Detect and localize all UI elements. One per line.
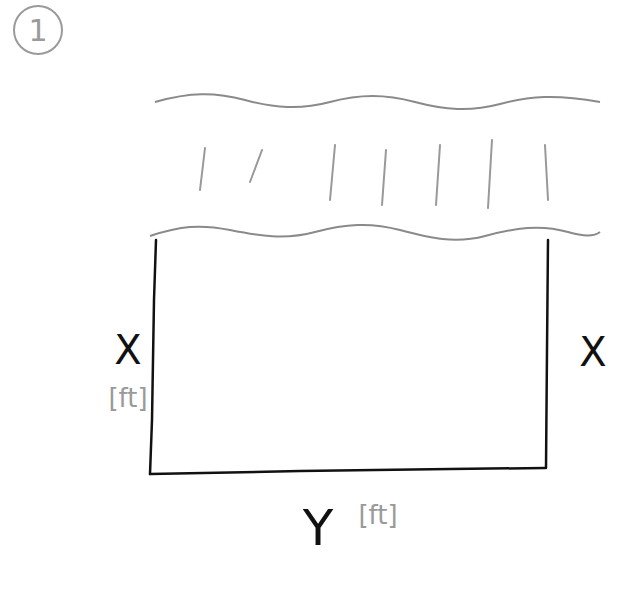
callout-number: 1 [28,16,47,46]
unit-label: [ft] [358,502,397,528]
callout-circle [14,6,62,54]
river-bank-line [150,225,600,240]
side-length-label: X [579,332,606,372]
river-hatching [200,140,548,208]
unit-label: [ft] [108,385,147,411]
river-bank-line [155,94,600,109]
side-length-label: X [114,330,141,370]
fence-outline [150,240,548,474]
side-length-label: Y [303,503,334,553]
